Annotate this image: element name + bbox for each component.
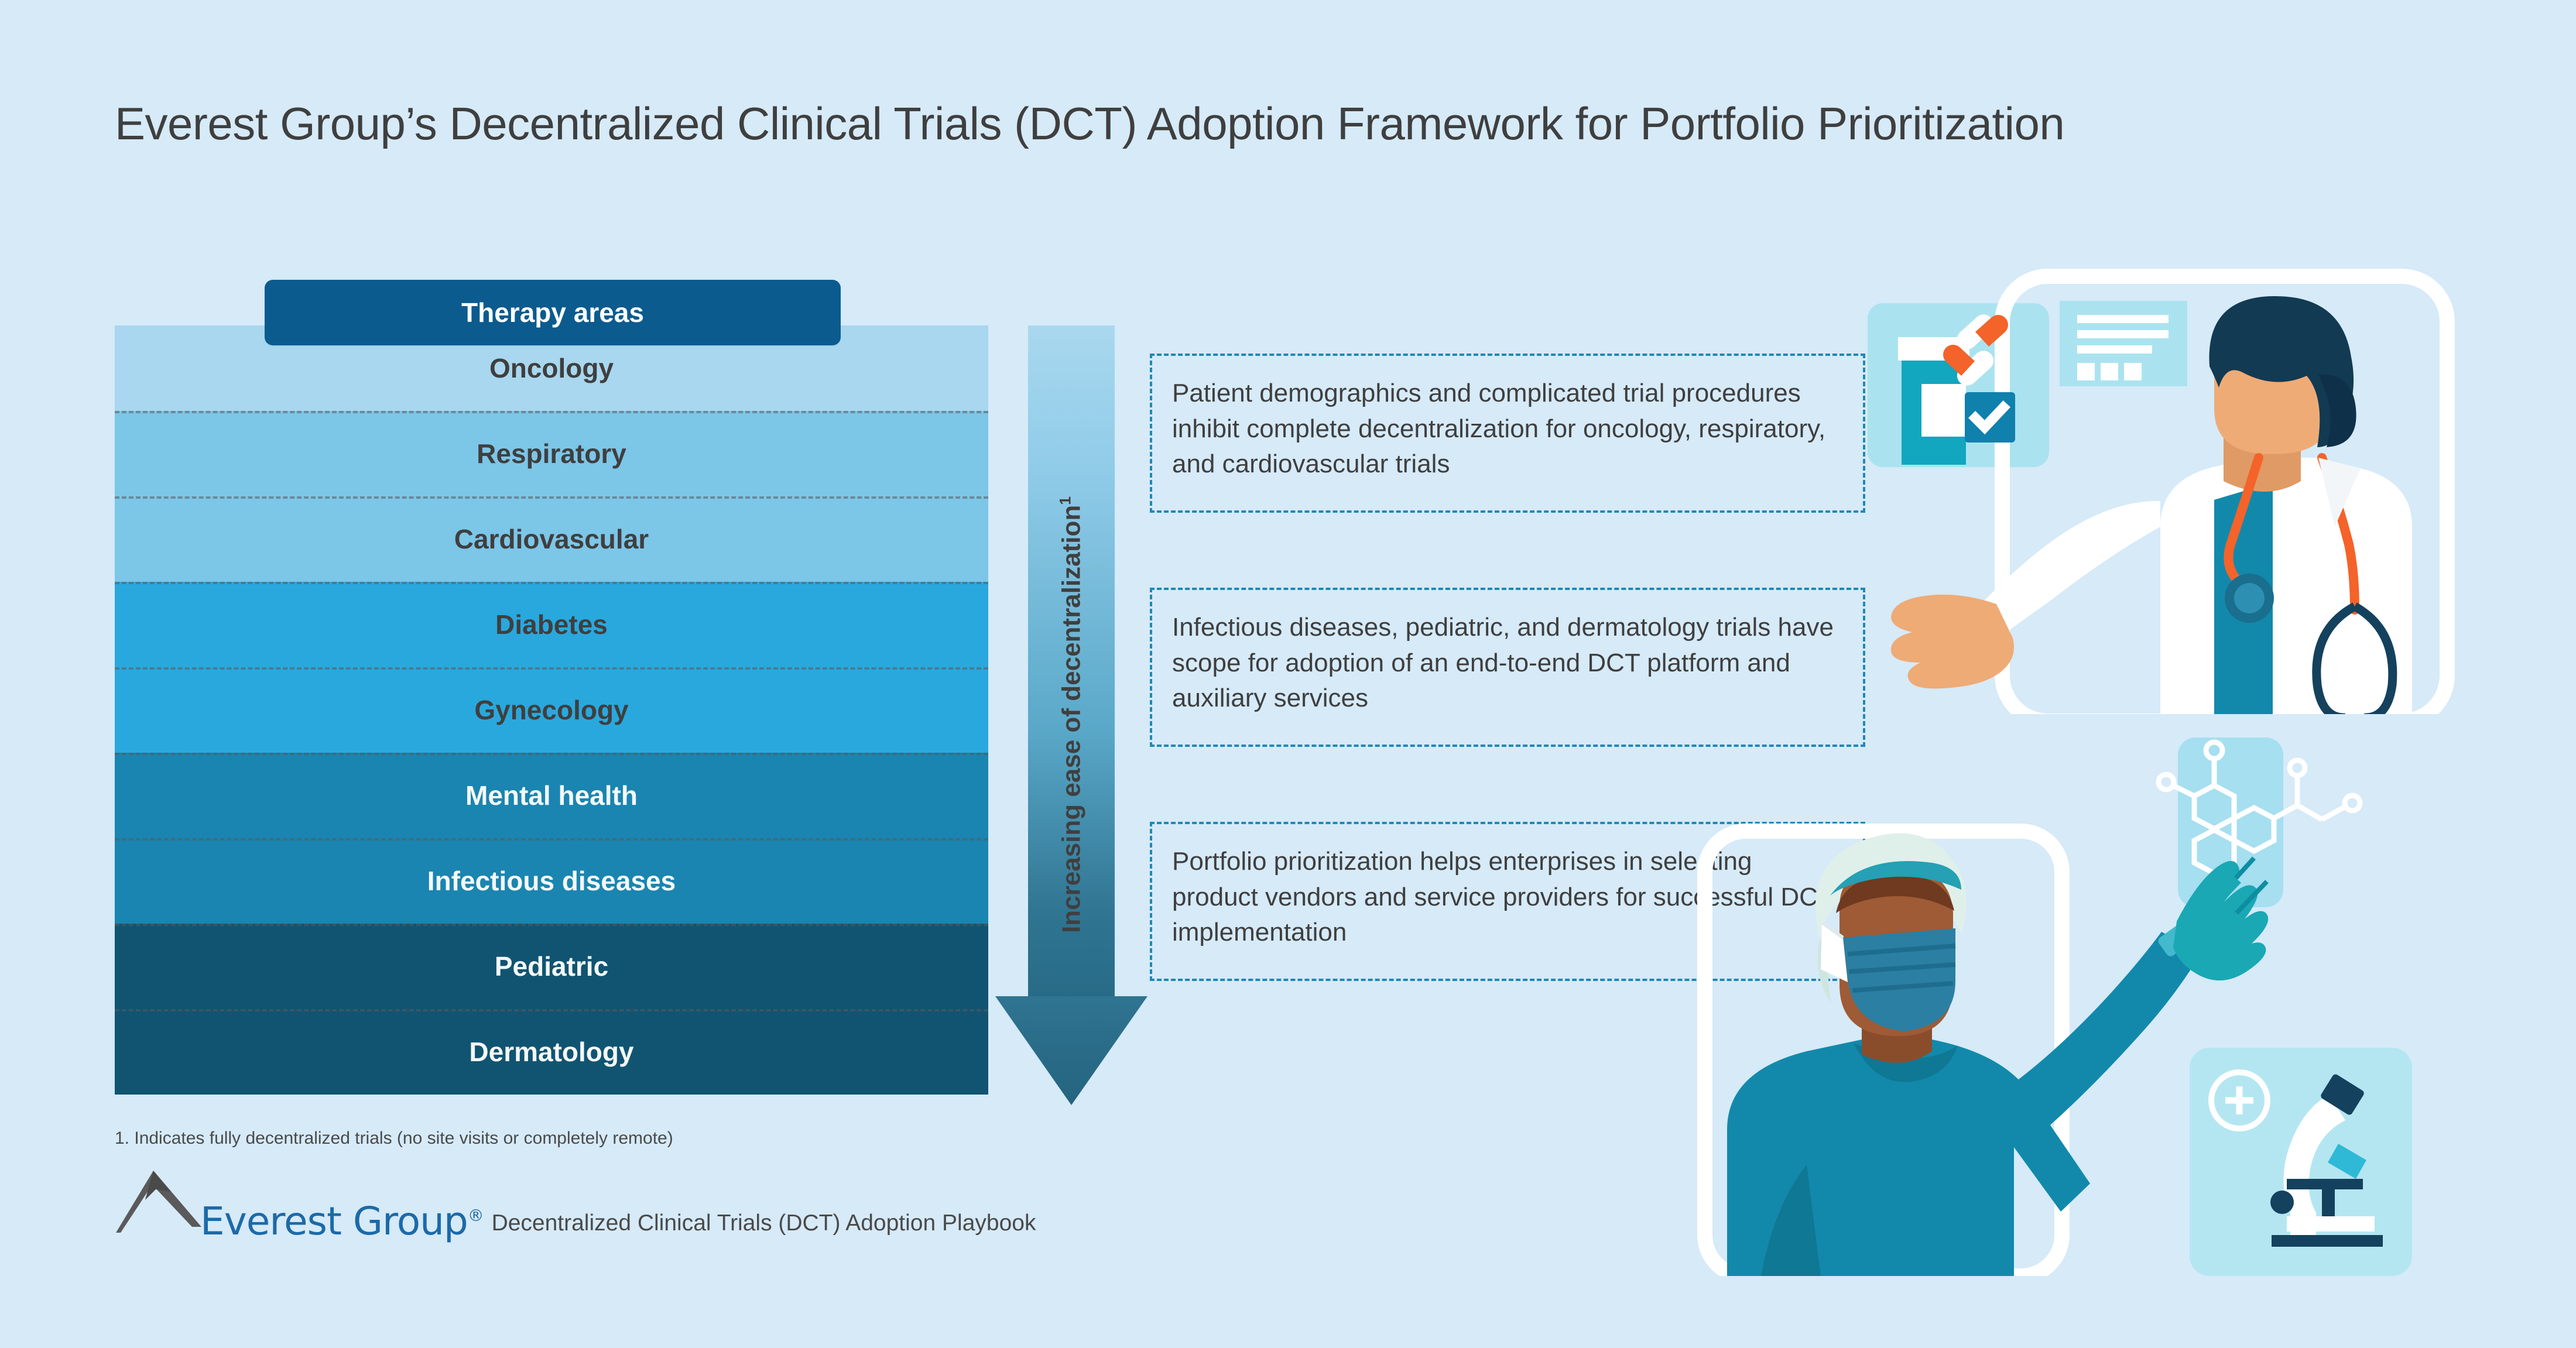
therapy-row-label: Dermatology [469,1037,634,1067]
white-frame [1995,269,2455,714]
therapy-row: Respiratory [115,411,988,496]
lab-coat [2160,458,2412,714]
hand [1890,594,2014,689]
callout-box: Infectious diseases, pediatric, and derm… [1150,588,1865,747]
microscope-icon [2270,1074,2383,1247]
coat-arm [1971,500,2160,642]
therapy-row: Cardiovascular [115,496,988,582]
pointing-finger [2181,870,2241,932]
glove [2173,861,2269,981]
therapy-areas-header-label: Therapy areas [461,297,644,328]
hair-bun [2318,374,2356,447]
therapy-row: Diabetes [115,582,988,667]
callout-box: Portfolio prioritization helps enterpris… [1150,822,1865,981]
page-title: Everest Group’s Decentralized Clinical T… [115,98,2065,149]
scrubs-shadow [1761,1165,1821,1276]
logo-subtitle: Decentralized Clinical Trials (DCT) Adop… [491,1210,1036,1236]
pill-bottle-label [1921,384,1966,437]
therapy-row: Mental health [115,753,988,838]
row-separator [115,411,988,413]
therapy-row: Gynecology [115,667,988,753]
therapy-row: Infectious diseases [115,838,988,924]
decentralization-arrow: Increasing ease of decentralization1 [995,325,1147,1105]
row-separator [115,496,988,499]
stethoscope-tube [2224,453,2263,588]
everest-group-logo: Everest Group® Decentralized Clinical Tr… [115,1166,1036,1241]
arrow-head-icon [995,996,1147,1105]
hair [2209,296,2354,447]
therapy-row-label: Infectious diseases [427,866,676,896]
callout-text: Infectious diseases, pediatric, and derm… [1172,613,1834,713]
therapy-row-label: Diabetes [495,609,608,640]
arrow-label-text: Increasing ease of decentralization [1057,505,1086,933]
logo-name-text: Everest Group [200,1199,468,1244]
cap-band [1830,861,1961,896]
callout-box: Patient demographics and complicated tri… [1150,354,1865,513]
scrub-cap [1815,833,1967,940]
capsule-icon [1957,314,2008,349]
callout-text: Portfolio prioritization helps enterpris… [1172,847,1834,947]
raised-arm [2014,932,2201,1125]
arrow-shaft [1028,325,1115,997]
hairline [1836,874,1954,913]
row-separator [115,924,988,926]
mountain-peak-icon [116,1171,201,1233]
plus-circle-icon [2208,1069,2270,1131]
therapy-row-label: Cardiovascular [454,524,649,554]
therapy-row-label: Respiratory [477,438,626,469]
stethoscope-ear [2312,602,2357,714]
check-icon [1968,400,2011,435]
arrow-label: Increasing ease of decentralization1 [1057,375,1087,1054]
row-separator [115,838,988,841]
plus-icon [2225,1086,2253,1114]
therapy-row-label: Mental health [465,780,638,811]
coat-lapel [2318,458,2361,527]
row-separator [115,582,988,584]
therapy-row: Dermatology [115,1009,988,1095]
arrow-footnote-marker: 1 [1056,496,1074,505]
footnote: 1. Indicates fully decentralized trials … [115,1129,673,1148]
therapy-row-label: Pediatric [494,951,609,982]
stethoscope-ear [2352,602,2397,714]
logo-wordmark: Everest Group® [200,1202,484,1241]
doctor-with-prescription-illustration [1868,269,2455,714]
therapy-areas-header: Therapy areas [265,280,841,345]
row-separator [115,1009,988,1011]
therapy-row: Pediatric [115,924,988,1009]
row-separator [115,667,988,670]
registered-mark: ® [467,1206,484,1225]
therapy-row-label: Oncology [489,353,614,383]
scrubs-body [1727,1040,2090,1276]
therapy-row-label: Gynecology [474,695,629,725]
capsule-icon [1943,344,1994,386]
row-separator [115,753,988,755]
surgeon-with-molecule-illustration [1697,738,2412,1276]
callout-text: Patient demographics and complicated tri… [1172,379,1826,479]
